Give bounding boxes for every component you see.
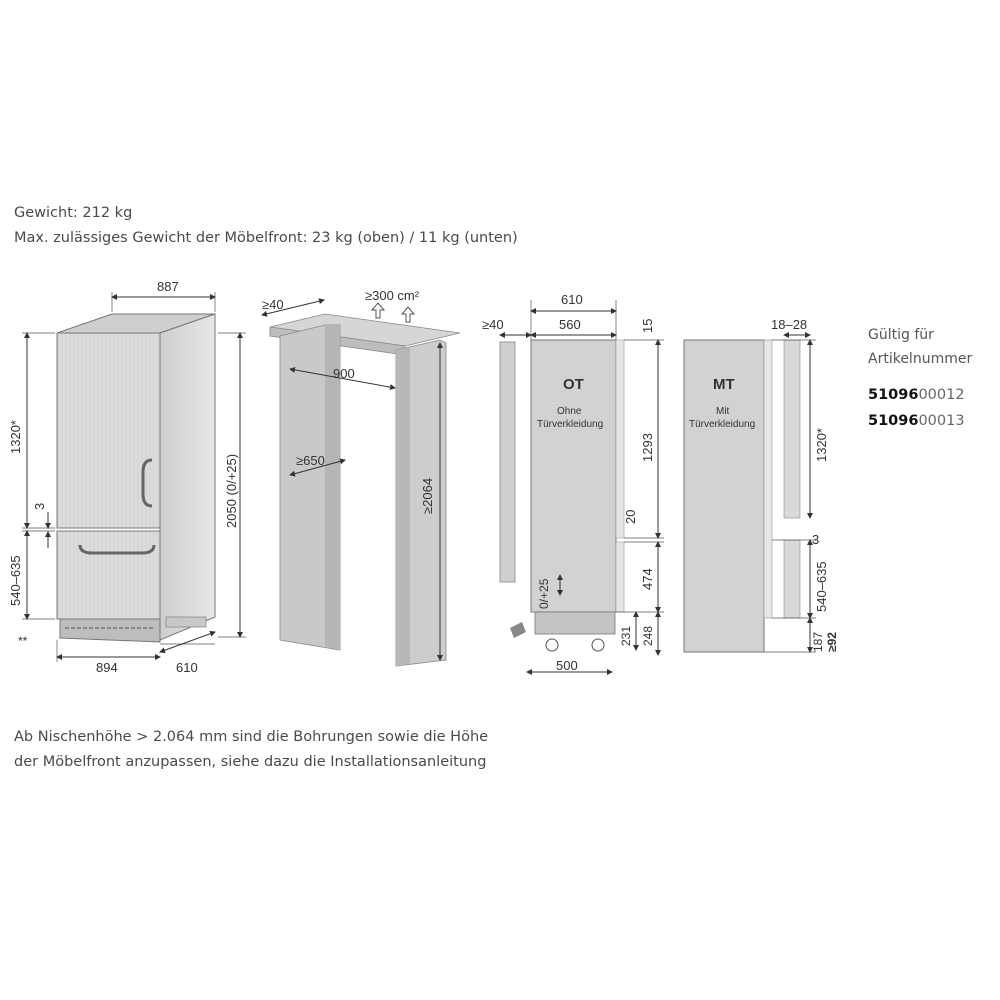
ot-depth-inner-label: 560 <box>559 317 581 332</box>
fridge-depth-label: 610 <box>176 660 198 675</box>
ot-bottom-1-label: 231 <box>619 626 633 646</box>
fridge-width-bottom-label: 894 <box>96 660 118 675</box>
mt-lower-label: 540–635 <box>814 561 829 612</box>
weight-text: Gewicht: 212 kg <box>14 205 133 221</box>
ot-top-label: 15 <box>640 319 655 333</box>
ot-lower-label: 474 <box>640 568 655 590</box>
ot-label: OT <box>563 376 584 393</box>
fridge-lower-label: 540–635 <box>8 555 23 606</box>
fridge-gap-label: 3 <box>32 503 47 510</box>
niche-vent-label: ≥300 cm² <box>365 288 420 303</box>
niche-top-gap-label: ≥40 <box>262 297 284 312</box>
article-number-2: 5109600013 <box>868 413 965 429</box>
mt-sub-1: Mit <box>716 406 730 417</box>
fridge-height-label: 2050 (0/+25) <box>224 454 239 528</box>
ot-upper-label: 1293 <box>640 433 655 462</box>
ot-mid-label: 20 <box>623 510 638 524</box>
niche-depth-label: ≥650 <box>296 453 325 468</box>
ot-adjust-label: 0/+25 <box>537 578 551 609</box>
ot-bottom-2-label: 248 <box>641 626 655 646</box>
fridge-width-top-label: 887 <box>157 279 179 294</box>
article-number-1: 5109600012 <box>868 387 965 403</box>
fridge-upper-label: 1320* <box>8 420 23 454</box>
validity-line-1: Gültig für <box>868 327 934 343</box>
mt-upper-label: 1320* <box>814 428 829 462</box>
mt-sub-2: Türverkleidung <box>689 419 755 430</box>
ot-front-gap-label: ≥40 <box>482 317 504 332</box>
validity-line-2: Artikelnummer <box>868 351 973 367</box>
fridge-foot-marker: ** <box>18 634 28 648</box>
front-weight-text: Max. zulässiges Gewicht der Möbelfront: … <box>14 230 518 246</box>
mt-bottom-2-label: ≥92 <box>825 632 839 652</box>
footer-line-1: Ab Nischenhöhe > 2.064 mm sind die Bohru… <box>14 729 489 745</box>
niche-height-label: ≥2064 <box>420 478 435 514</box>
ot-sub-2: Türverkleidung <box>537 419 603 430</box>
fridge-3d-view: 887 894 610 2050 (0/+25) 1320* 3 540–635… <box>8 279 246 675</box>
niche-3d-view: ≥40 ≥300 cm² 900 ≥650 ≥2064 <box>261 288 461 667</box>
mt-gap-label: 3 <box>812 532 819 547</box>
niche-width-label: 900 <box>333 366 355 381</box>
footer-line-2: der Möbelfront anzupassen, siehe dazu di… <box>14 754 487 770</box>
ot-depth-total-label: 610 <box>561 292 583 307</box>
ot-sub-1: Ohne <box>557 406 582 417</box>
mt-bottom-1-label: 187 <box>811 632 825 652</box>
mt-side-view: MT Mit Türverkleidung 18–28 1320* 3 540–… <box>683 317 839 653</box>
ot-base-label: 500 <box>556 658 578 673</box>
mt-panel-label: 18–28 <box>771 317 807 332</box>
ot-side-view: OT Ohne Türverkleidung 610 560 ≥40 15 12… <box>482 292 664 675</box>
mt-label: MT <box>713 376 735 393</box>
